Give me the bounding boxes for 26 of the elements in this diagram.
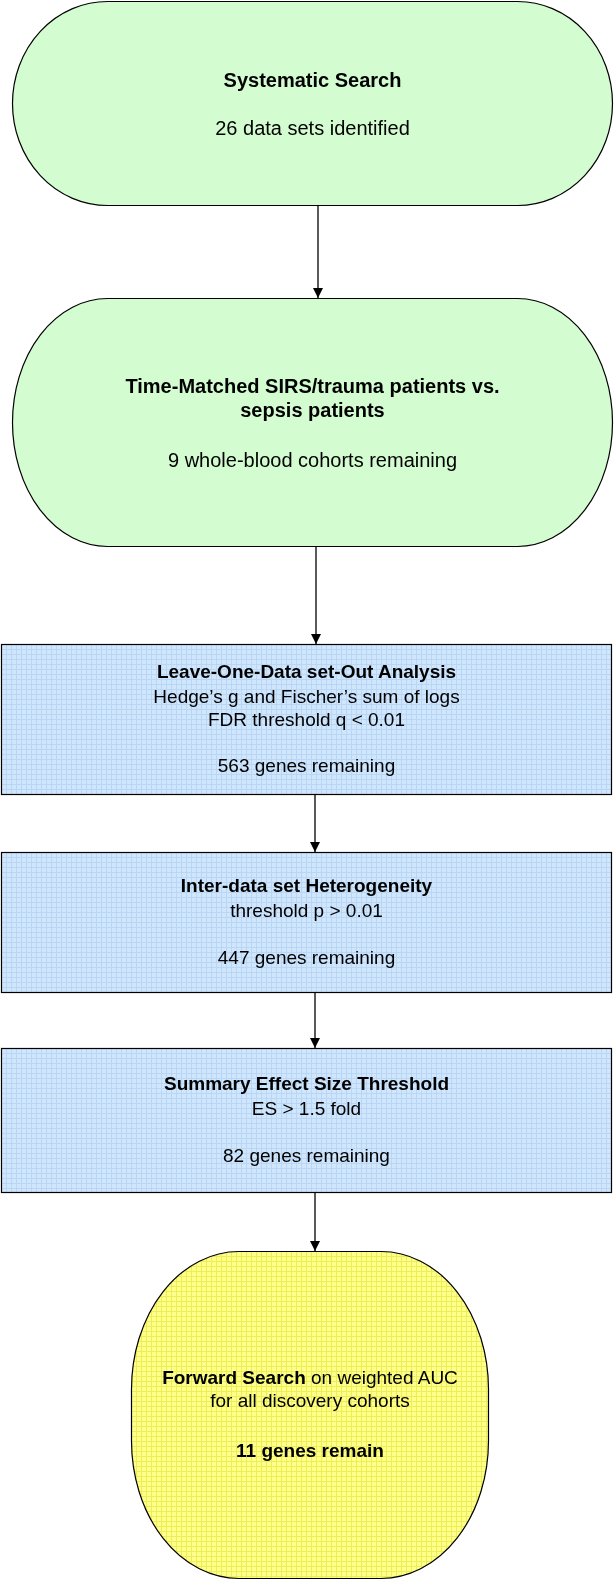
heading-text: Summary Effect Size Threshold (163, 1073, 450, 1097)
heading-text: Leave-One-Data set-Out Analysis (156, 660, 457, 684)
body-text: 9 whole-blood cohorts remaining (167, 447, 458, 472)
body-text: 11 genes remain (236, 1440, 384, 1464)
body-text: 82 genes remaining (223, 1144, 390, 1168)
arrow (310, 992, 320, 1049)
arrow (310, 794, 320, 853)
process-box (0, 643, 613, 796)
heading-text: Systematic Search (223, 67, 402, 92)
body-text: Hedge’s g and Fischer’s sum of logs (153, 685, 460, 709)
body-text: Forward Search on weighted AUC for all discovery cohorts (161, 1366, 459, 1413)
body-text: 26 data sets identified (215, 115, 410, 140)
arrow (311, 546, 321, 645)
process-box (0, 851, 613, 994)
arrow (310, 1192, 320, 1252)
body-text: ES > 1.5 fold (251, 1098, 362, 1121)
heading-text: Time-Matched SIRS/trauma patients vs. sepsis patients (124, 373, 501, 422)
body-text: 563 genes remaining (217, 755, 396, 779)
process-box (0, 1047, 613, 1194)
start-terminal (11, 297, 614, 548)
arrow (313, 205, 323, 299)
body-text: FDR threshold q < 0.01 (208, 708, 405, 732)
body-text: 447 genes remaining (217, 946, 396, 970)
body-text: threshold p > 0.01 (230, 900, 383, 923)
start-terminal (11, 0, 614, 207)
heading-text: Inter-data set Heterogeneity (180, 875, 433, 899)
